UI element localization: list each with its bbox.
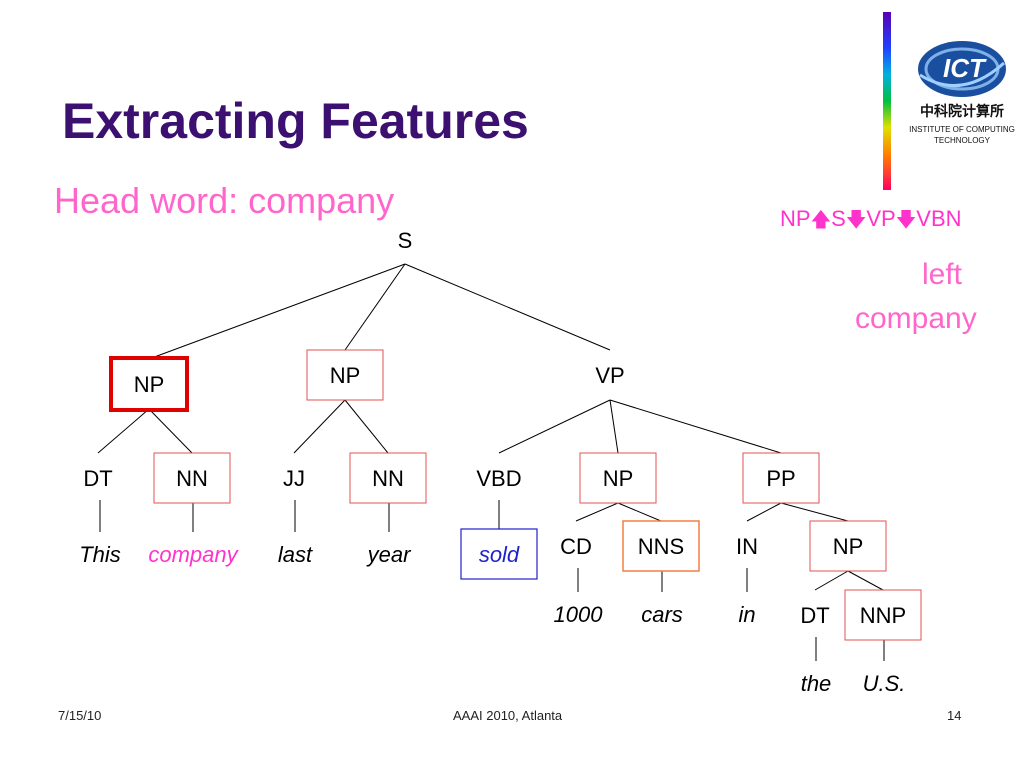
tree-word-1000: 1000: [554, 602, 604, 627]
tree-word-the: the: [801, 671, 832, 696]
feature-value-line2: company: [855, 302, 977, 335]
head-word-label: Head word: company: [54, 180, 395, 221]
tree-word-this: This: [79, 542, 121, 567]
tree-edge: [814, 570, 849, 591]
path-node: NP: [780, 206, 811, 231]
arrow-up-icon: 🡅: [810, 209, 832, 231]
tree-word-us: U.S.: [863, 671, 906, 696]
node-box: [349, 452, 427, 504]
tree-node-pp: PP: [766, 466, 795, 491]
tree-edge: [344, 263, 406, 351]
tree-edge: [609, 399, 619, 454]
tree-edge: [575, 502, 619, 522]
node-box: [622, 520, 700, 572]
tree-word-cars: cars: [641, 602, 683, 627]
logo-chinese-name: 中科院计算所: [920, 104, 1004, 120]
tree-word-company: company: [148, 542, 239, 567]
footer-conference: AAAI 2010, Atlanta: [453, 708, 563, 723]
tree-node-vp: VP: [595, 363, 624, 388]
path-node: VBN: [916, 206, 962, 231]
feature-path: NP🡅S🡇VP🡇VBN: [780, 205, 962, 239]
tree-edge: [498, 399, 611, 454]
tree-node-jj: JJ: [283, 466, 305, 491]
tree-edge: [617, 502, 662, 522]
tree-word-in: in: [738, 602, 755, 627]
tree-edge: [780, 502, 849, 522]
tree-node-np4: NP: [833, 534, 864, 559]
tree-node-s: S: [398, 228, 413, 253]
tree-node-nn1: NN: [176, 466, 208, 491]
tree-edge: [344, 399, 389, 454]
tree-node-nns: NNS: [638, 534, 684, 559]
footer-page-number: 14: [947, 708, 962, 723]
tree-edge: [148, 263, 406, 360]
node-box: [306, 349, 384, 401]
tree-node-np1: NP: [134, 372, 165, 397]
tree-edge: [97, 408, 150, 454]
tree-node-np2: NP: [330, 363, 361, 388]
node-box: [153, 452, 231, 504]
path-node: VP: [866, 206, 896, 231]
logo-acronym: ICT: [943, 53, 985, 83]
tree-node-in: IN: [736, 534, 758, 559]
tree-edge: [293, 399, 346, 454]
tree-edge: [847, 570, 884, 591]
tree-node-nnp: NNP: [860, 603, 906, 628]
logo-english-line2: TECHNOLOGY: [933, 136, 990, 145]
arrow-down-icon: 🡇: [895, 209, 917, 231]
tree-node-cd: CD: [560, 534, 592, 559]
feature-value-line1: left: [922, 258, 963, 291]
tree-node-nn2: NN: [372, 466, 404, 491]
node-box: [809, 520, 887, 572]
node-box: [579, 452, 657, 504]
footer-date: 7/15/10: [58, 708, 102, 723]
arrow-down-icon: 🡇: [845, 209, 867, 231]
logo-emblem-icon: [918, 41, 1006, 97]
node-box: [109, 356, 189, 412]
path-node: S: [831, 206, 846, 231]
tree-node-dt2: DT: [800, 603, 829, 628]
node-box: [742, 452, 820, 504]
tree-edge: [404, 263, 611, 351]
tree-edge: [148, 408, 193, 454]
tree-word-sold: sold: [479, 542, 520, 567]
tree-word-last: last: [278, 542, 313, 567]
tree-edge: [609, 399, 782, 454]
color-gradient-bar: [883, 12, 891, 190]
slide-title: Extracting Features: [62, 93, 529, 149]
tree-node-vbd: VBD: [476, 466, 521, 491]
tree-node-dt1: DT: [83, 466, 112, 491]
logo-english-line1: INSTITUTE OF COMPUTING: [909, 125, 1015, 134]
tree-word-year: year: [366, 542, 412, 567]
tree-node-np3: NP: [603, 466, 634, 491]
ict-logo: ICT 中科院计算所 INSTITUTE OF COMPUTING TECHNO…: [906, 35, 1018, 155]
word-box: [460, 528, 538, 580]
node-box: [844, 589, 922, 641]
tree-edge: [746, 502, 782, 522]
